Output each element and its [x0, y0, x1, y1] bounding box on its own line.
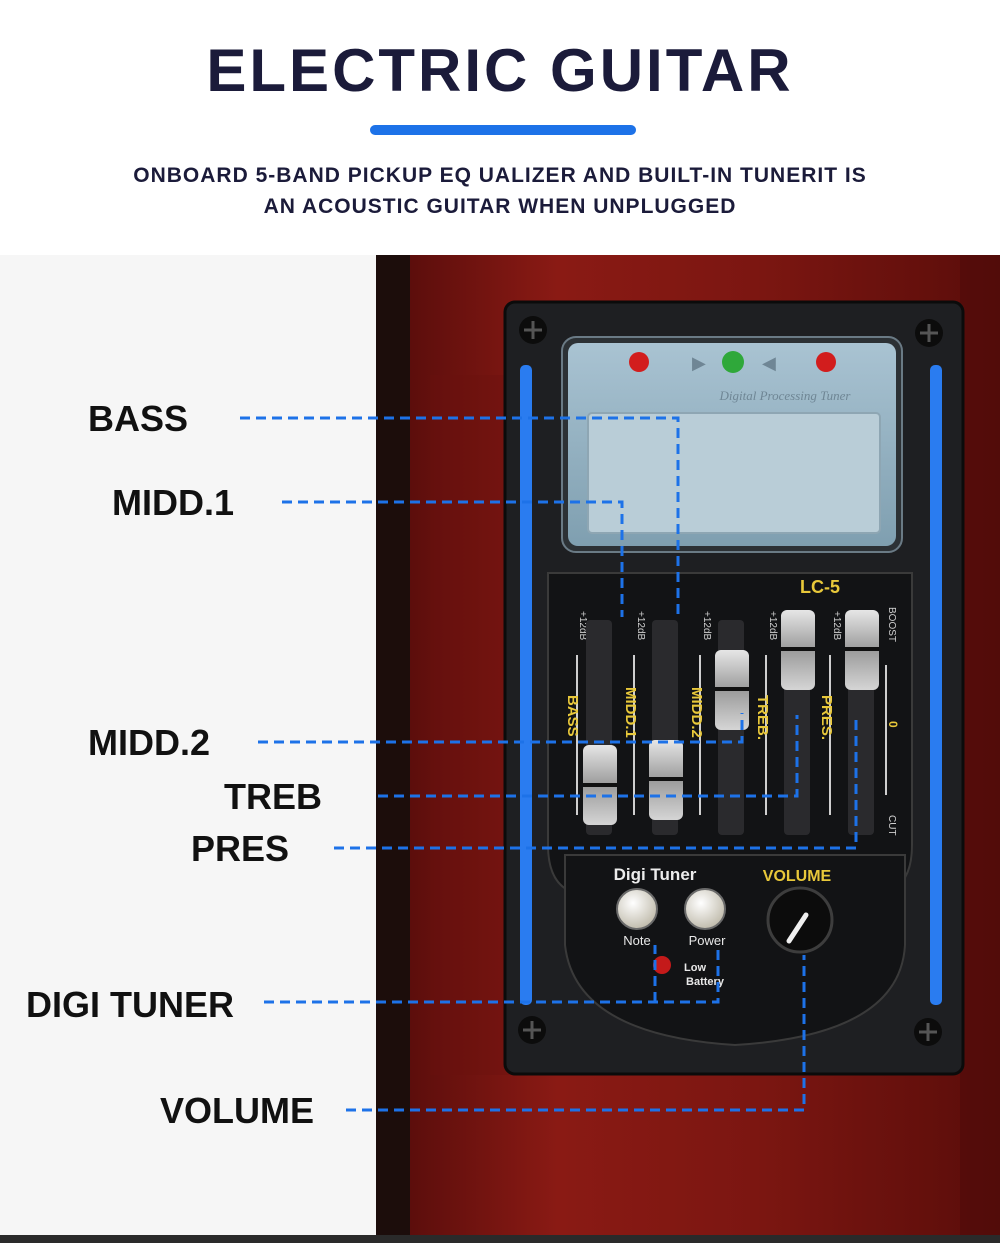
callout-pres: PRES — [191, 828, 290, 869]
slider-bass[interactable]: +12dB BASS — [564, 611, 617, 835]
bottom-band — [0, 1235, 1000, 1243]
svg-text:+12dB: +12dB — [701, 611, 712, 641]
led-green-icon — [722, 351, 744, 373]
svg-text:0: 0 — [886, 721, 900, 728]
led-red-left-icon — [629, 352, 649, 372]
svg-text:TREB.: TREB. — [754, 695, 771, 740]
slider-pres[interactable]: +12dB PRES. — [818, 610, 879, 835]
callout-line-treb — [378, 715, 799, 798]
svg-text:MIDD.2: MIDD.2 — [688, 687, 705, 738]
callout-line-volume — [346, 955, 806, 1112]
volume-panel-label: VOLUME — [763, 868, 832, 885]
background-left — [0, 255, 376, 1243]
volume-knob[interactable] — [766, 886, 834, 954]
svg-text:+12dB: +12dB — [767, 611, 778, 641]
low-battery-label-1: Low — [684, 962, 706, 974]
callout-line-pres — [334, 715, 858, 850]
svg-text:+12dB: +12dB — [635, 611, 646, 641]
low-battery-led-icon — [653, 956, 671, 974]
callout-line-midd2 — [258, 713, 744, 744]
callout-line-bass — [240, 416, 680, 617]
guitar-preamp-photo: ▶ ◀ Digital Processing Tuner LC-5 +12dB … — [0, 255, 1000, 1243]
callout-bass: BASS — [88, 398, 189, 439]
svg-text:BOOST: BOOST — [886, 607, 897, 642]
slider-midd2[interactable]: +12dB MIDD.2 — [688, 611, 749, 835]
screw-icon-top-left — [519, 316, 547, 344]
callout-digi-tuner: DIGI TUNER — [26, 984, 235, 1025]
svg-text:CUT: CUT — [886, 815, 897, 836]
guitar-binding — [376, 255, 410, 1243]
callout-midd2: MIDD.2 — [88, 722, 211, 763]
wood-grain-2 — [960, 255, 1000, 1243]
title-underline — [370, 125, 636, 135]
page-title: ELECTRIC GUITAR — [206, 37, 794, 104]
left-blue-light — [520, 365, 532, 1005]
subtitle-line-2: AN ACOUSTIC GUITAR WHEN UNPLUGGED — [263, 195, 737, 218]
note-label: Note — [623, 933, 650, 948]
slider-midd1[interactable]: +12dB MIDD.1 — [622, 611, 683, 835]
boost-cut-scale: BOOST 0 CUT — [885, 607, 900, 836]
callout-midd1: MIDD.1 — [112, 482, 235, 523]
callout-treb: TREB — [224, 776, 322, 817]
svg-text:+12dB: +12dB — [577, 611, 588, 641]
svg-text:MIDD.1: MIDD.1 — [622, 687, 639, 738]
callout-volume: VOLUME — [160, 1090, 315, 1131]
tuner-lcd-screen — [587, 412, 881, 534]
arrow-left-icon: ◀ — [762, 353, 776, 373]
svg-text:BASS: BASS — [564, 695, 581, 737]
callout-line-midd1 — [282, 500, 624, 617]
screw-icon-bottom-right — [914, 1018, 942, 1046]
svg-text:+12dB: +12dB — [831, 611, 842, 641]
screw-icon-bottom-left — [518, 1016, 546, 1044]
tuner-caption: Digital Processing Tuner — [719, 388, 852, 403]
arrow-right-icon: ▶ — [692, 353, 706, 373]
screw-icon-top-right — [915, 319, 943, 347]
note-button[interactable] — [616, 888, 658, 930]
callout-lines — [240, 416, 858, 1112]
subtitle-line-1: ONBOARD 5-BAND PICKUP EQ UALIZER AND BUI… — [133, 164, 867, 187]
right-blue-light — [930, 365, 942, 1005]
svg-text:PRES.: PRES. — [818, 695, 835, 740]
digi-tuner-panel-label: Digi Tuner — [614, 865, 697, 884]
callout-line-digi-tuner — [264, 945, 720, 1004]
led-red-right-icon — [816, 352, 836, 372]
power-label: Power — [689, 933, 727, 948]
model-label: LC-5 — [800, 577, 840, 597]
power-button[interactable] — [684, 888, 726, 930]
low-battery-label-2: Battery — [686, 976, 725, 988]
page-subtitle: ONBOARD 5-BAND PICKUP EQ UALIZER AND BUI… — [80, 160, 920, 222]
